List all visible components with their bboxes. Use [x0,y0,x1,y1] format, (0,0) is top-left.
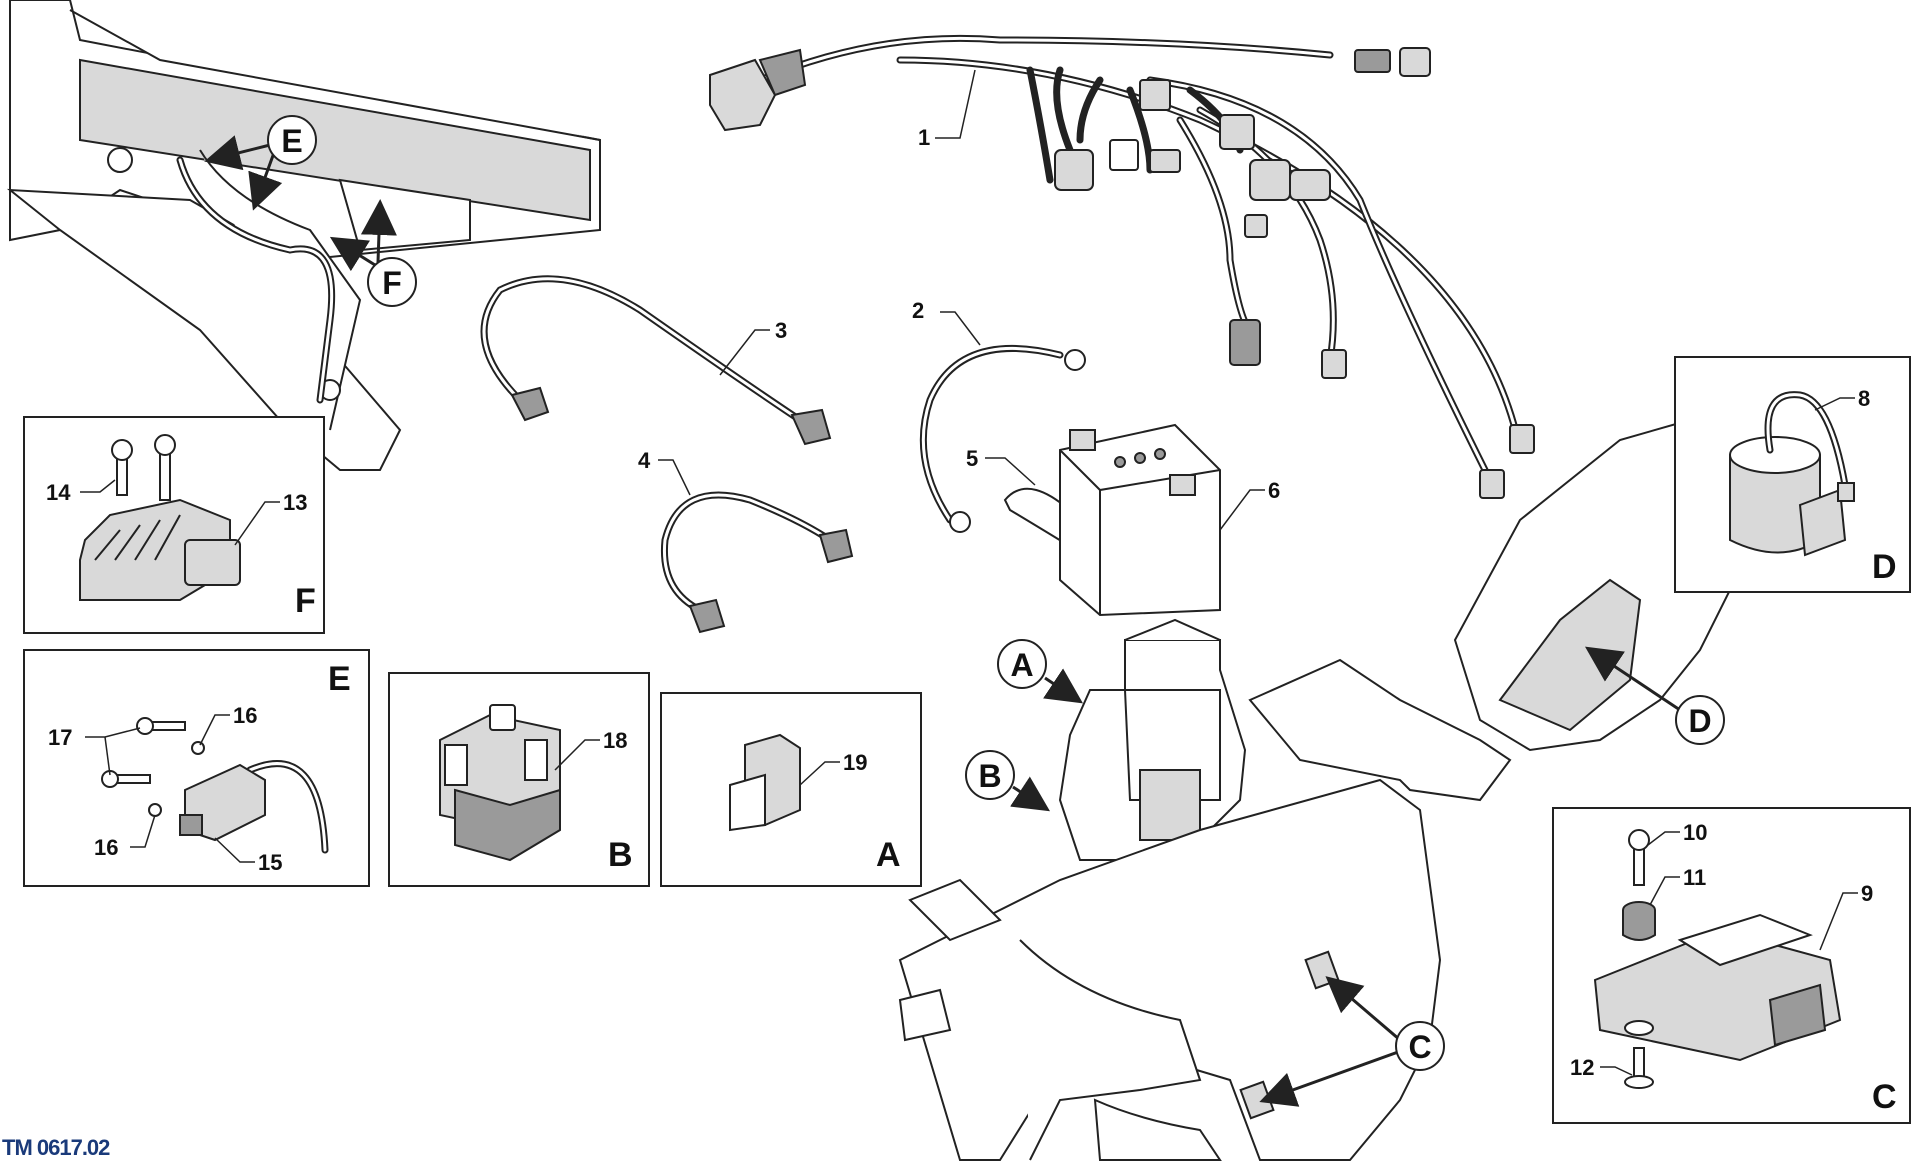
callout-12: 12 [1570,1055,1594,1080]
callout-3: 3 [775,318,787,343]
callout-17: 17 [48,725,72,750]
callout-5: 5 [966,446,978,471]
callout-10: 10 [1683,820,1707,845]
cable-3-battery-lead [480,275,832,446]
mudguard-detail-d-marker: D [1585,646,1725,745]
frame-front-section [6,0,601,471]
detail-box-b: 18 B [388,672,650,887]
tray-label-a: A [1010,647,1033,683]
detail-box-c-letter: C [1872,1078,1897,1116]
frame-label-f: F [382,265,402,301]
callout-16a: 16 [233,703,257,728]
callout-4: 4 [638,448,651,473]
detail-box-c: 10 11 9 12 C [1552,807,1911,1124]
frame-label-e: E [281,123,302,159]
callout-16b: 16 [94,835,118,860]
callout-13: 13 [283,490,307,515]
callout-11: 11 [1683,865,1706,890]
tray-label-b: B [978,758,1001,794]
detail-box-e: 17 16 16 15 E [23,649,370,887]
detail-box-d-letter: D [1872,548,1897,586]
wiring-harness [709,34,1535,499]
cable-2-ground-lead [919,345,1086,533]
callout-1: 1 [918,125,930,150]
callout-14: 14 [46,480,71,505]
mudguard-label-d: D [1688,703,1711,739]
detail-box-e-letter: E [328,660,351,698]
battery-6 [1059,423,1221,617]
callout-18: 18 [603,728,627,753]
battery-tray-7 [1058,618,1247,861]
detail-box-b-letter: B [608,836,633,874]
detail-box-d: 8 D [1674,356,1911,593]
frame-detail-f-marker: F [329,199,417,307]
subframe-label-c: C [1408,1029,1431,1065]
detail-box-f-letter: F [295,582,316,620]
callout-15: 15 [258,850,282,875]
detail-box-a-letter: A [876,836,901,874]
callout-9: 9 [1861,881,1873,906]
tray-detail-b-marker: B [965,750,1051,812]
callout-2: 2 [912,298,924,323]
callout-6: 6 [1268,478,1280,503]
callout-19: 19 [843,750,867,775]
rear-subframe [898,658,1512,1161]
detail-box-f: 14 13 F [23,416,325,634]
tray-detail-a-marker: A [997,639,1083,704]
subframe-detail-c-marker: C [1259,976,1445,1107]
detail-box-a: 19 A [660,692,922,887]
frame-detail-e-marker: E [204,115,317,211]
cable-4-battery-lead [660,491,854,634]
callout-8: 8 [1858,386,1870,411]
drawing-reference-code: TM 0617.02 [2,1135,110,1160]
rear-mudguard [1453,418,1732,752]
